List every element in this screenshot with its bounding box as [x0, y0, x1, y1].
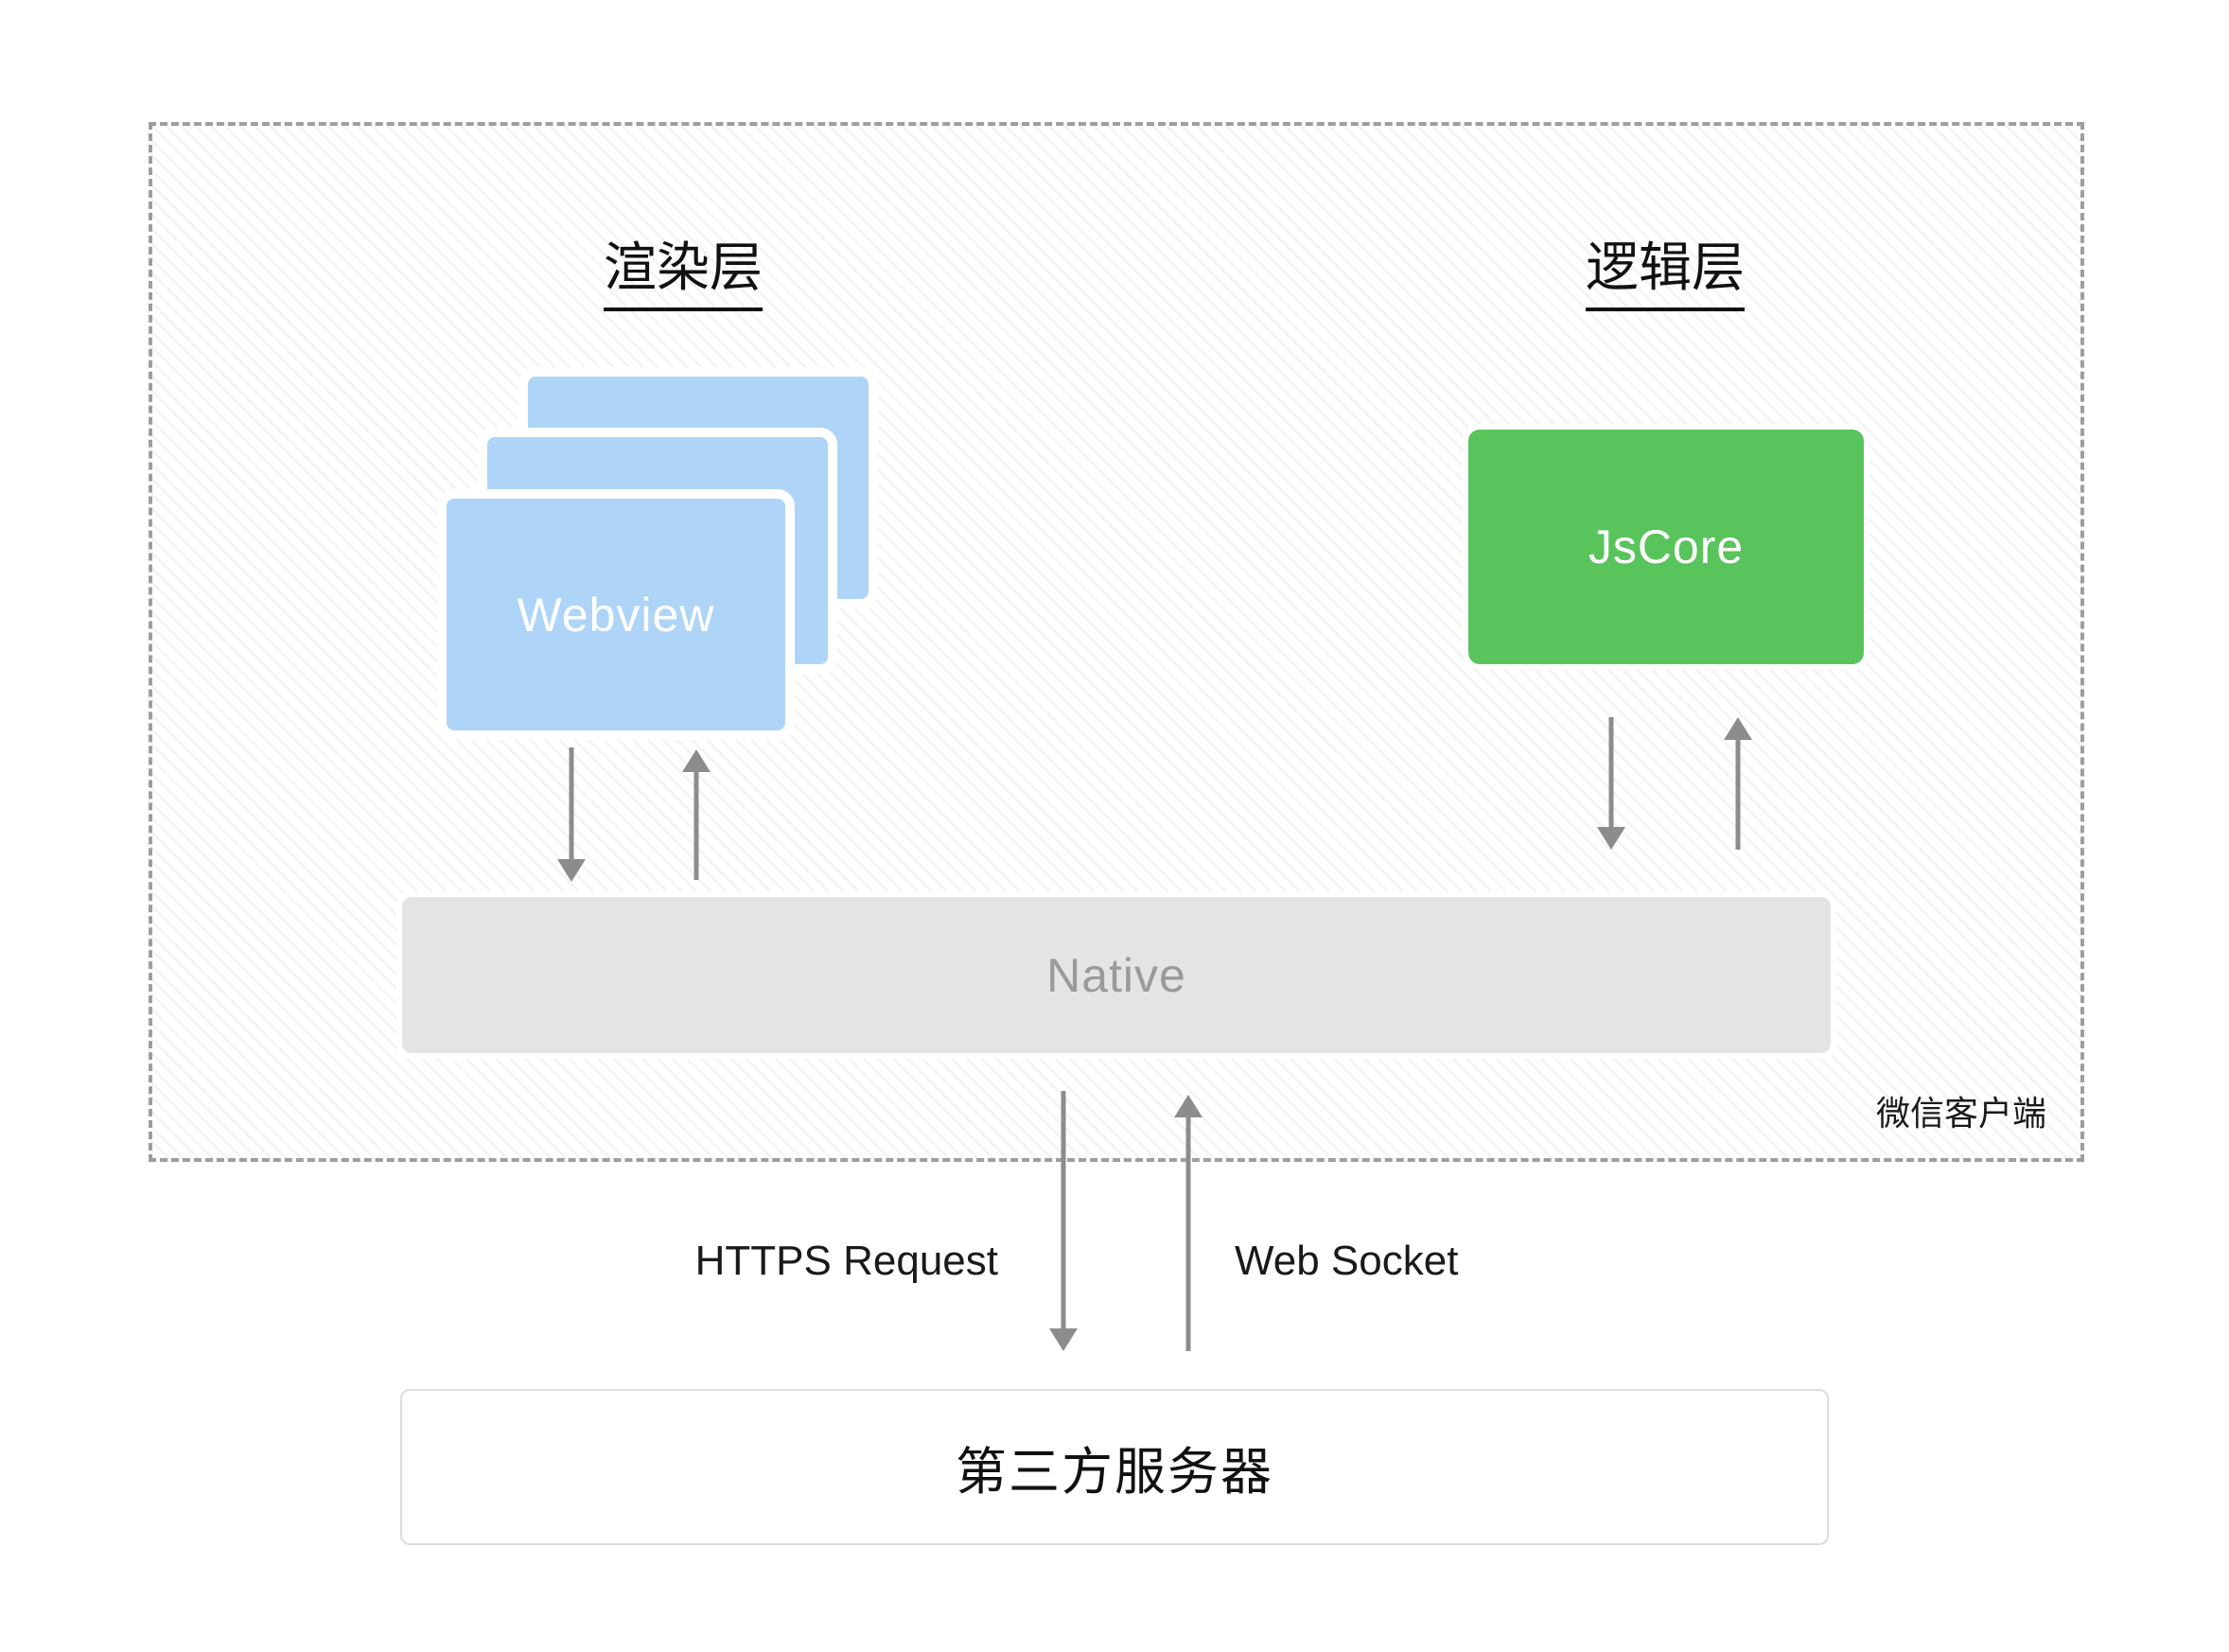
https-request-label: HTTPS Request [694, 1238, 998, 1284]
third-party-server-label: 第三方服务器 [956, 1444, 1273, 1501]
logic-layer-heading: 逻辑层 [1586, 225, 1745, 311]
native-label: Native [1046, 948, 1186, 1002]
render-layer-heading-text: 渲染层 [604, 225, 763, 311]
jscore-box: JsCore [1468, 430, 1864, 664]
logic-layer-heading-text: 逻辑层 [1586, 225, 1745, 311]
webview-card-front: Webview [437, 489, 795, 740]
webview-label: Webview [517, 588, 715, 641]
web-socket-label: Web Socket [1235, 1238, 1459, 1284]
render-layer-heading: 渲染层 [604, 225, 763, 311]
wechat-client-label: 微信客户端 [1875, 1094, 2046, 1133]
third-party-server-box: 第三方服务器 [400, 1389, 1829, 1545]
native-bar: Native [402, 897, 1831, 1053]
jscore-label: JsCore [1588, 520, 1745, 573]
